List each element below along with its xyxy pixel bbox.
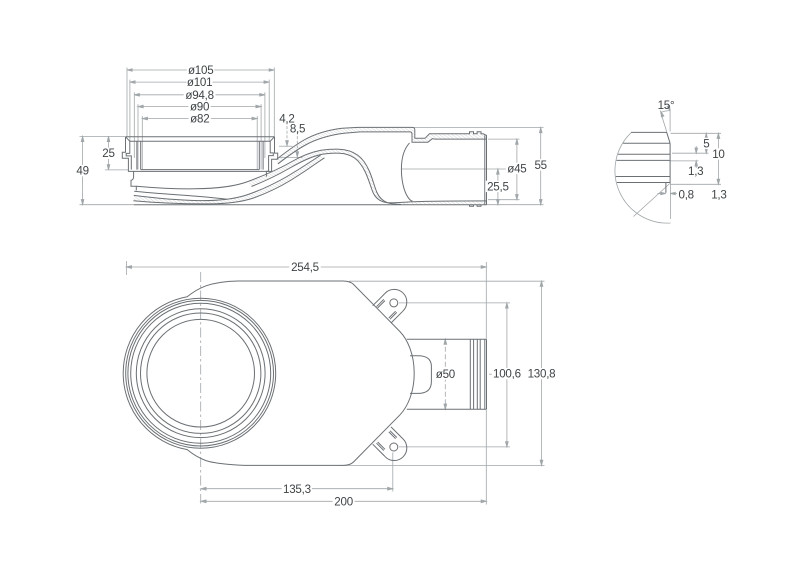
svg-text:254,5: 254,5 — [291, 261, 319, 274]
svg-text:ø105: ø105 — [188, 64, 213, 77]
svg-text:ø90: ø90 — [190, 101, 209, 114]
svg-text:1,3: 1,3 — [688, 165, 703, 178]
svg-text:10: 10 — [712, 148, 724, 161]
svg-text:ø50: ø50 — [436, 368, 455, 381]
svg-text:200: 200 — [334, 495, 353, 508]
svg-text:130,8: 130,8 — [528, 368, 556, 381]
svg-text:100,6: 100,6 — [493, 368, 521, 381]
svg-text:4,2: 4,2 — [279, 112, 294, 125]
svg-text:ø101: ø101 — [187, 76, 212, 89]
svg-text:ø82: ø82 — [190, 113, 209, 126]
svg-text:ø45: ø45 — [507, 162, 526, 175]
svg-text:0,8: 0,8 — [679, 188, 694, 201]
svg-text:5: 5 — [703, 137, 709, 150]
svg-text:ø94,8: ø94,8 — [185, 89, 213, 102]
svg-text:135,3: 135,3 — [283, 483, 311, 496]
svg-text:25: 25 — [102, 147, 114, 160]
svg-text:1,3: 1,3 — [711, 188, 726, 201]
svg-text:25,5: 25,5 — [487, 180, 509, 193]
svg-text:8,5: 8,5 — [290, 122, 305, 135]
svg-text:55: 55 — [534, 159, 546, 172]
svg-text:15°: 15° — [658, 99, 675, 112]
svg-text:49: 49 — [76, 165, 88, 178]
